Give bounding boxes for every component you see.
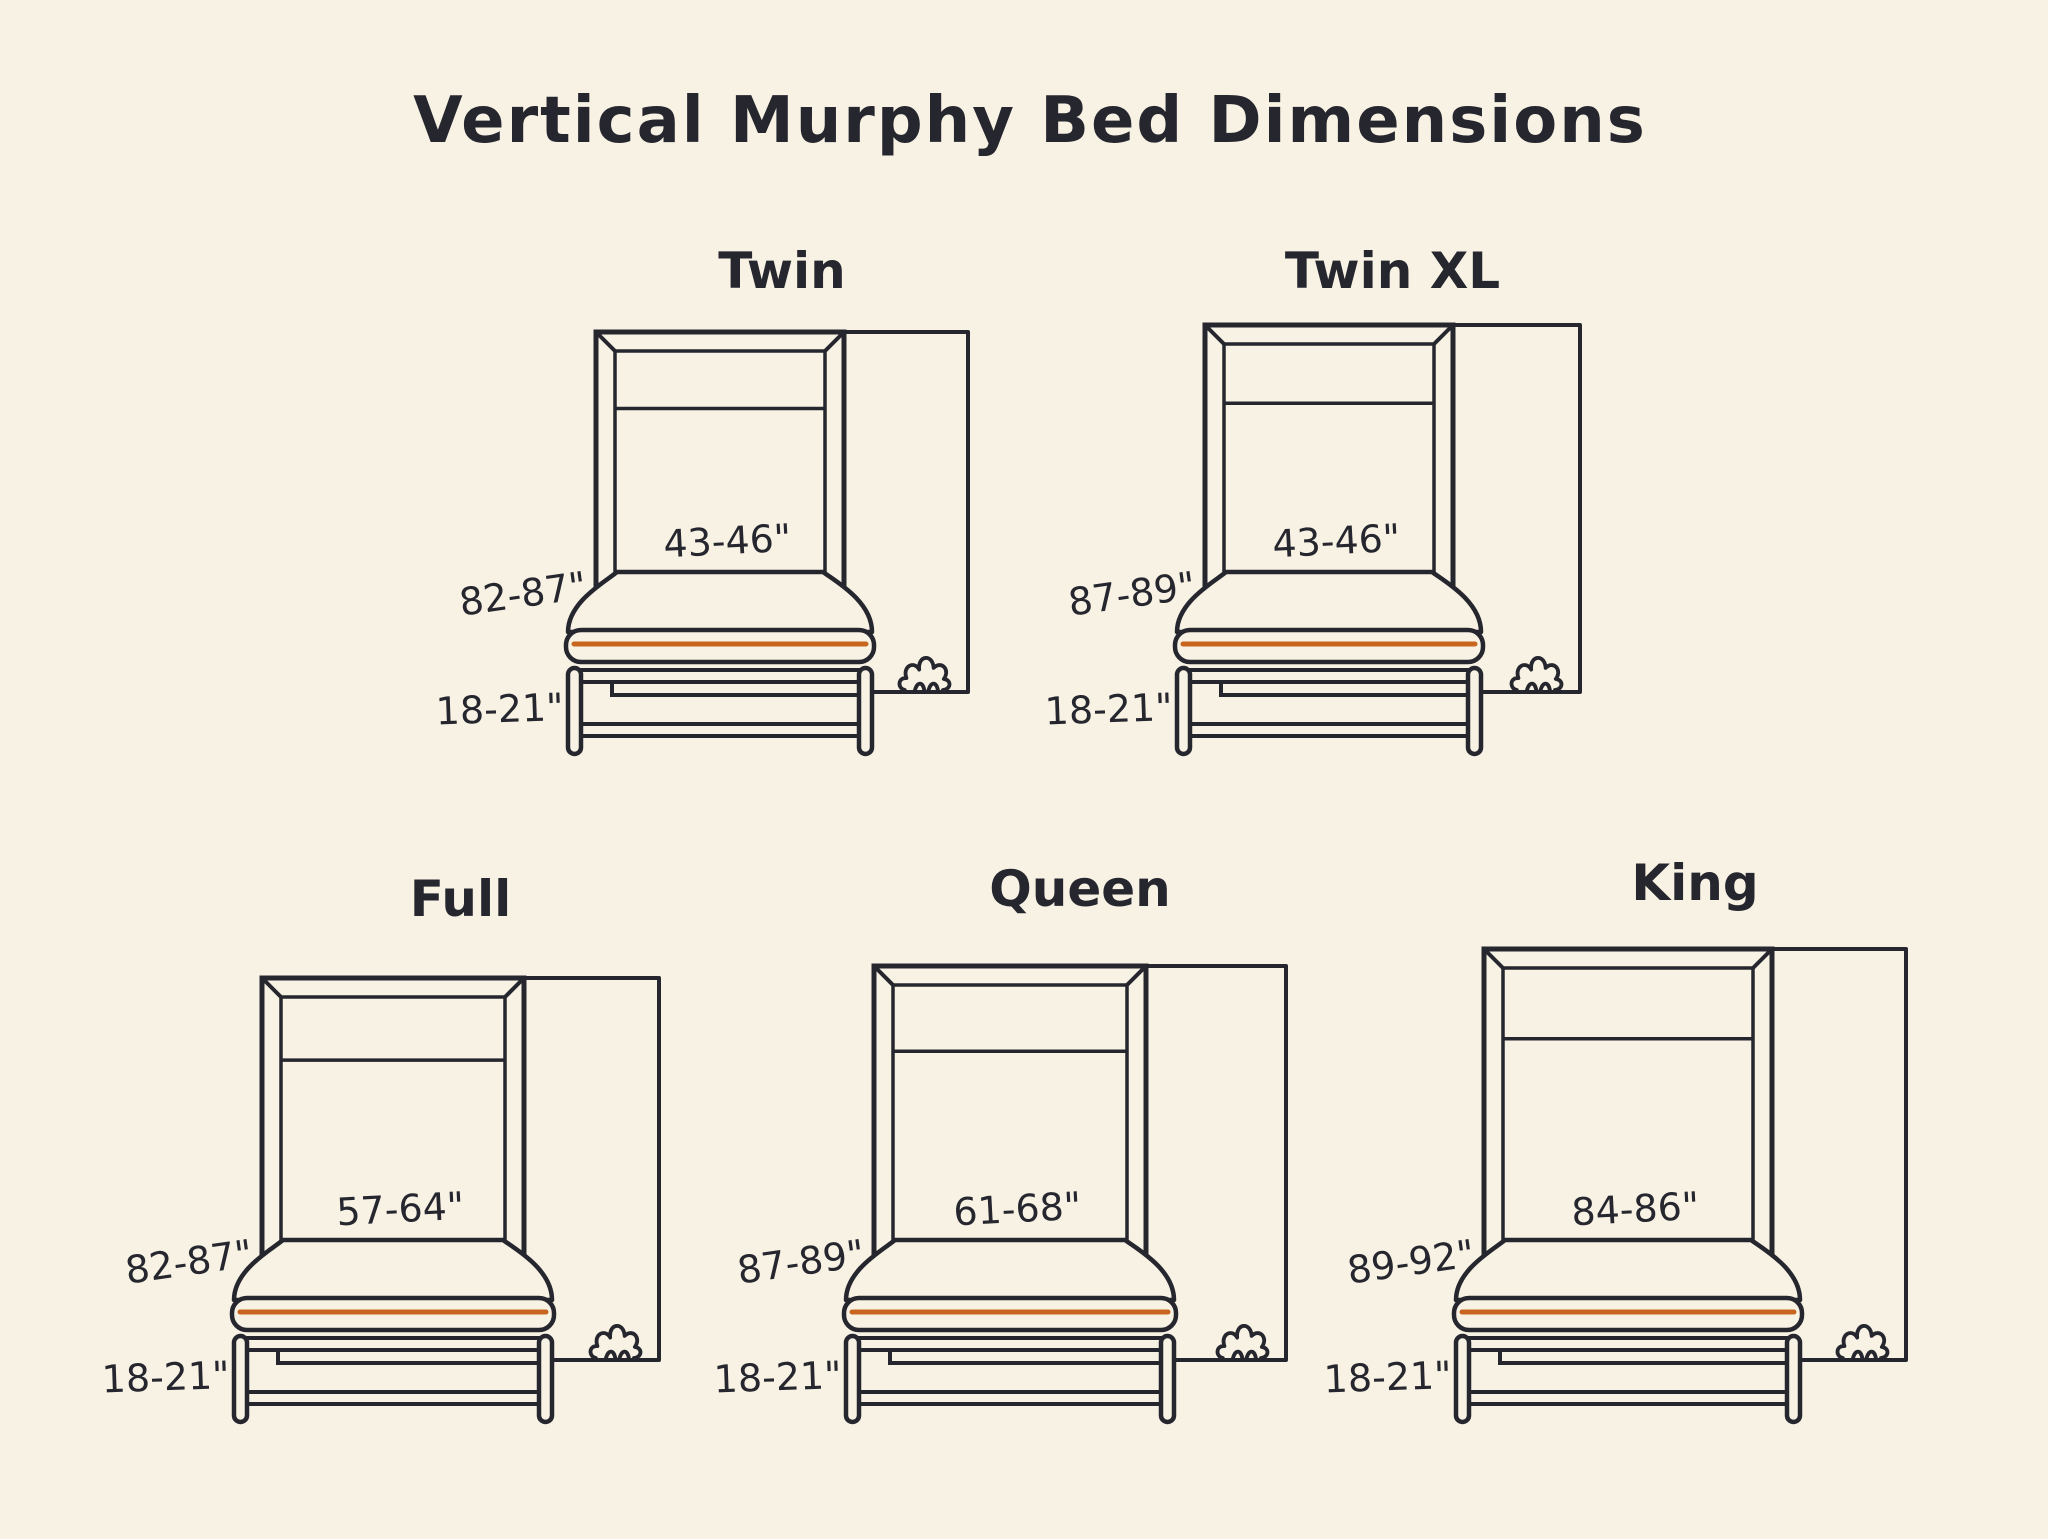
cabinet-frame-inner [1501,966,1755,1242]
bed-height-label: 82-87" [456,563,589,624]
bed-depth-label: 18-21" [101,1353,230,1401]
bed-diagram-twin: Twin 43-46" 82-87" 18-21" [435,242,970,757]
bed-height-label: 87-89" [1065,563,1198,624]
mattress [231,1237,555,1303]
cabinet-side-panel [1130,964,1288,1362]
flourish-icon [1835,1324,1890,1360]
base-bottom-rail [856,1390,1164,1406]
frame-miter-left [1203,323,1226,346]
base-leg-right [1465,665,1484,757]
base-leg-left [231,1333,250,1425]
bed-width-label: 61-68" [952,1184,1082,1235]
bed-diagram-full: Full 57-64" 82-87" 18-21" [101,870,661,1425]
bed-width-label: 43-46" [1271,516,1401,567]
bed-name-label: Queen [989,860,1171,918]
bed-diagram-twin-xl: Twin XL 43-46" 87-89" 18-21" [1044,242,1582,757]
bed-width-label: 43-46" [662,516,792,567]
mattress [1174,569,1484,635]
base-leg-right [1784,1333,1803,1425]
bed-width-label: 57-64" [335,1184,465,1235]
bed-height-label: 89-92" [1344,1231,1477,1292]
base-inset-rail [1219,680,1479,697]
frame-miter-left [594,330,617,353]
bed-height-label: 87-89" [734,1231,867,1292]
bed-diagram-king: King 84-86" 89-92" 18-21" [1323,854,1908,1425]
base-bottom-rail [1466,1390,1790,1406]
bed-height-label: 82-87" [122,1231,255,1292]
mattress [1453,1237,1803,1303]
base-inset-rail [276,1348,550,1365]
bed-name-label: Full [410,870,512,928]
base-inset-rail [888,1348,1172,1365]
base-leg-left [1453,1333,1472,1425]
cabinet-frame-inner [1222,342,1436,574]
cabinet-side-panel [1756,947,1908,1362]
frame-miter-right [1432,323,1455,346]
base-leg-right [536,1333,555,1425]
cabinet-frame-inner [891,983,1129,1242]
mattress [843,1237,1177,1303]
frame-miter-right [1751,947,1774,970]
bed-depth-label: 18-21" [1044,685,1173,733]
flourish-icon [588,1324,643,1360]
page-title: Vertical Murphy Bed Dimensions [413,84,1647,158]
frame-miter-left [1482,947,1505,970]
bed-depth-label: 18-21" [435,685,564,733]
bed-width-label: 84-86" [1570,1184,1700,1235]
base-leg-left [843,1333,862,1425]
base-bottom-rail [1187,722,1471,738]
flourish-icon [1215,1324,1270,1360]
cabinet-side-panel [828,330,970,694]
base-leg-right [856,665,875,757]
flourish-icon [1509,656,1564,692]
cabinet-side-panel [508,976,661,1362]
bed-diagram-queen: Queen 61-68" 87-89" 18-21" [713,860,1288,1425]
base-leg-left [1174,665,1193,757]
frame-miter-left [260,976,283,999]
base-inset-rail [1498,1348,1798,1365]
mattress [565,569,875,635]
base-bottom-rail [244,1390,542,1406]
cabinet-frame-inner [279,995,507,1242]
frame-miter-right [503,976,526,999]
bed-name-label: Twin [718,242,846,300]
bed-depth-label: 18-21" [1323,1353,1452,1401]
flourish-icon [897,656,952,692]
frame-miter-right [1125,964,1148,987]
cabinet-frame-inner [613,349,827,574]
base-leg-left [565,665,584,757]
base-inset-rail [610,680,870,697]
frame-miter-right [823,330,846,353]
frame-miter-left [872,964,895,987]
cabinet-side-panel [1437,323,1582,694]
bed-depth-label: 18-21" [713,1353,842,1401]
base-leg-right [1158,1333,1177,1425]
bed-name-label: Twin XL [1285,242,1500,300]
bed-name-label: King [1631,854,1758,912]
base-bottom-rail [578,722,862,738]
